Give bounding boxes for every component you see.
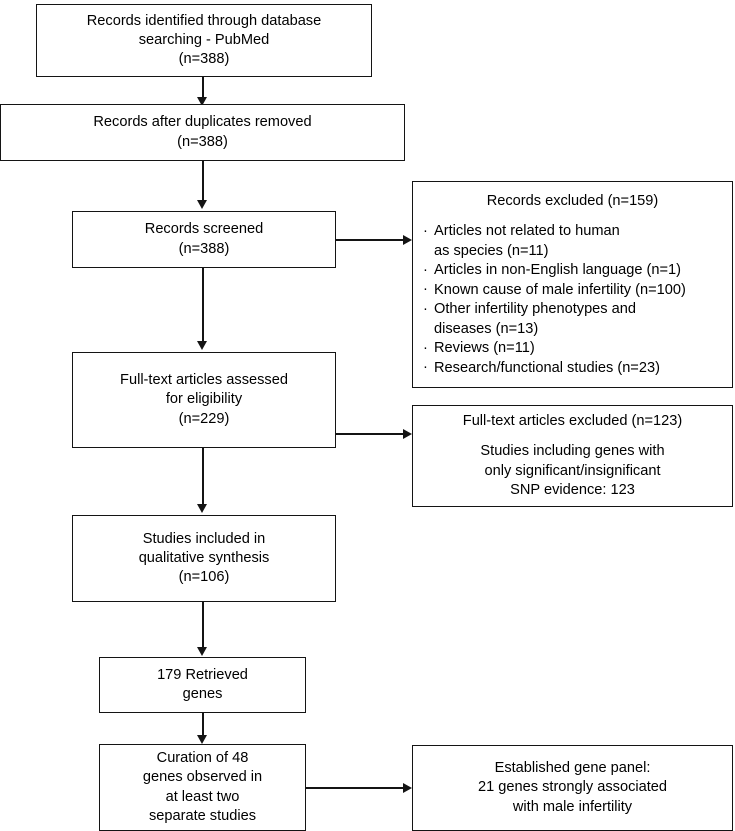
- list-item-line1: Articles not related to human: [434, 223, 620, 240]
- node-records-screened: Records screened (n=388): [72, 211, 336, 268]
- node-gene-panel: Established gene panel: 21 genes strongl…: [412, 745, 733, 831]
- node-duplicates-removed-line2: (n=388): [177, 133, 228, 150]
- bullet-dot-icon: ·: [423, 261, 428, 278]
- connector-retrieved-to-curation: [202, 713, 204, 737]
- node-curation-line1: Curation of 48: [156, 750, 249, 766]
- bullet-dot-icon: ·: [423, 222, 428, 239]
- connector-curation-to-gene-panel: [306, 787, 405, 789]
- node-records-identified-line1: Records identified through database: [86, 12, 322, 29]
- node-fulltext-assessed: Full-text articles assessed for eligibil…: [72, 352, 336, 448]
- node-fulltext-excluded-spacer: [421, 431, 724, 442]
- node-fulltext-assessed-line2: for eligibility: [165, 391, 243, 408]
- node-qualitative-synthesis-line1: Studies included in: [142, 530, 266, 547]
- node-fulltext-excluded: Full-text articles excluded (n=123) Stud…: [412, 405, 733, 507]
- list-item-line1: Articles in non-English language (n=1): [434, 262, 682, 279]
- list-item-line1: Reviews (n=11): [434, 340, 535, 357]
- list-item: · Articles in non-English language (n=1): [423, 261, 722, 280]
- arrowhead-retrieved-to-curation: [197, 735, 208, 744]
- list-item-line1: Known cause of male infertility (n=100): [434, 281, 686, 298]
- list-item-line2: as species (n=11): [434, 242, 549, 259]
- node-retrieved-genes-line1: 179 Retrieved: [157, 666, 248, 683]
- node-curation-line2: genes observed in: [142, 769, 263, 786]
- arrowhead-screened-to-fulltext: [197, 341, 208, 350]
- node-retrieved-genes-line2: genes: [182, 686, 223, 702]
- node-qualitative-synthesis-line2: qualitative synthesis: [138, 549, 270, 566]
- node-duplicates-removed-line1: Records after duplicates removed: [93, 114, 312, 131]
- node-curation: Curation of 48 genes observed in at leas…: [99, 744, 306, 831]
- bullet-dot-icon: ·: [423, 281, 428, 298]
- node-curation-line4: separate studies: [148, 807, 257, 824]
- list-item-line1: Other infertility phenotypes and: [434, 301, 636, 318]
- node-gene-panel-line3: with male infertility: [512, 798, 633, 815]
- node-qualitative-synthesis: Studies included in qualitative synthesi…: [72, 515, 336, 602]
- list-item: · Known cause of male infertility (n=100…: [423, 281, 722, 300]
- arrowhead-screened-to-excluded: [403, 234, 412, 245]
- arrowhead-curation-to-gene-panel: [403, 782, 412, 793]
- records-excluded-list: · Articles not related to human as speci…: [423, 222, 722, 378]
- connector-duplicates-to-screened: [202, 161, 204, 202]
- node-duplicates-removed: Records after duplicates removed (n=388): [0, 104, 405, 161]
- node-fulltext-excluded-line4: only significant/insignificant: [484, 462, 661, 479]
- node-gene-panel-line1: Established gene panel:: [494, 760, 651, 777]
- node-records-identified-line3: (n=388): [178, 51, 230, 68]
- node-fulltext-assessed-line3: (n=229): [178, 410, 230, 427]
- node-records-excluded: Records excluded (n=159) · Articles not …: [412, 181, 733, 388]
- arrowhead-qualitative-to-retrieved: [197, 647, 208, 656]
- node-fulltext-excluded-line5: SNP evidence: 123: [510, 481, 635, 498]
- node-retrieved-genes: 179 Retrieved genes: [99, 657, 306, 713]
- node-fulltext-assessed-line1: Full-text articles assessed: [120, 372, 288, 389]
- arrowhead-fulltext-to-qualitative: [197, 504, 208, 513]
- node-fulltext-excluded-line1: Full-text articles excluded (n=123): [462, 413, 683, 429]
- bullet-dot-icon: ·: [423, 359, 428, 376]
- list-item-line2: diseases (n=13): [434, 320, 539, 337]
- node-records-excluded-heading: Records excluded (n=159): [486, 193, 659, 209]
- list-item-line1: Research/functional studies (n=23): [434, 359, 660, 376]
- connector-fulltext-to-excluded: [336, 433, 405, 435]
- arrowhead-duplicates-to-screened: [197, 200, 208, 209]
- arrowhead-fulltext-to-excluded: [403, 428, 412, 439]
- list-item: · Other infertility phenotypes and disea…: [423, 300, 722, 339]
- list-item: · Reviews (n=11): [423, 339, 722, 358]
- bullet-dot-icon: ·: [423, 339, 428, 356]
- node-records-screened-line2: (n=388): [178, 240, 230, 257]
- node-fulltext-excluded-line3: Studies including genes with: [480, 443, 665, 460]
- node-qualitative-synthesis-line3: (n=106): [178, 569, 230, 586]
- arrowhead-identified-to-duplicates: [197, 97, 208, 106]
- connector-fulltext-to-qualitative: [202, 448, 204, 506]
- list-item: · Articles not related to human as speci…: [423, 222, 722, 261]
- list-item: · Research/functional studies (n=23): [423, 359, 722, 378]
- node-gene-panel-line2: 21 genes strongly associated: [477, 779, 668, 796]
- connector-qualitative-to-retrieved: [202, 602, 204, 649]
- connector-screened-to-excluded: [336, 239, 405, 241]
- node-records-identified: Records identified through database sear…: [36, 4, 372, 77]
- connector-screened-to-fulltext: [202, 268, 204, 343]
- bullet-dot-icon: ·: [423, 300, 428, 317]
- node-records-identified-line2: searching - PubMed: [138, 31, 270, 48]
- node-records-screened-line1: Records screened: [144, 221, 264, 238]
- connector-identified-to-duplicates: [202, 77, 204, 99]
- node-curation-line3: at least two: [165, 788, 240, 805]
